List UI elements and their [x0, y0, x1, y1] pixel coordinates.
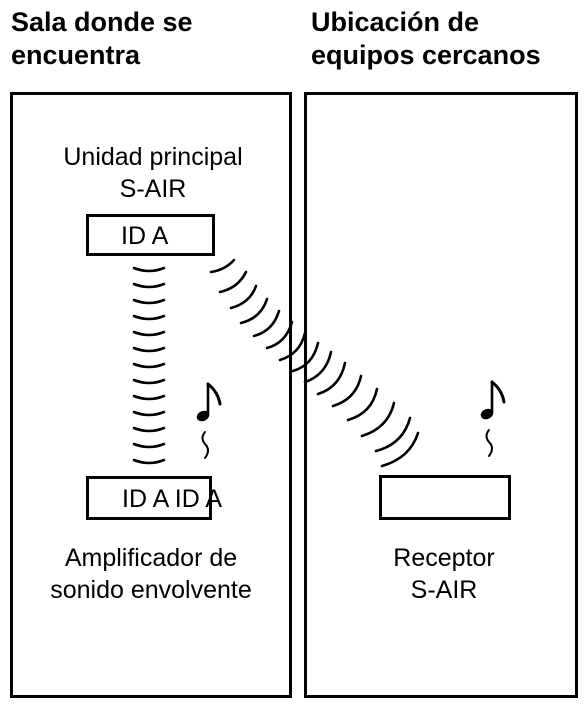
surround-amp-label-line-1: Amplificador de — [64, 544, 238, 572]
receiver-label-line-2: S-AIR — [410, 576, 478, 604]
main-unit-label: Unidad principal S-AIR — [28, 141, 278, 205]
receiver-label-line-1: Receptor — [393, 544, 495, 572]
room-current-frame — [10, 92, 292, 698]
heading-nearby-equipment: Ubicación de equipos cercanos — [311, 6, 541, 72]
music-note-icon — [480, 380, 506, 457]
heading-nearby-equipment-line-1: Ubicación de — [311, 7, 480, 37]
surround-amp-id-box: ID A ID A — [86, 476, 222, 520]
surround-amp-label-line-2: sonido envolvente — [50, 576, 252, 604]
main-unit-label-line-1: Unidad principal — [63, 143, 243, 171]
radio-wave-icon — [132, 266, 166, 465]
surround-amp-id-text: ID A ID A — [122, 485, 223, 513]
main-unit-id-text: ID A — [121, 222, 169, 250]
receiver-label: Receptor S-AIR — [346, 542, 542, 606]
main-unit-id-box: ID A — [86, 214, 215, 256]
room-nearby-frame — [304, 92, 578, 698]
heading-nearby-equipment-line-2: equipos cercanos — [311, 40, 541, 70]
heading-room-location: Sala donde se encuentra — [11, 6, 193, 72]
music-note-icon — [196, 382, 222, 459]
main-unit-label-line-2: S-AIR — [119, 175, 187, 203]
heading-room-location-line-1: Sala donde se — [11, 7, 193, 37]
receiver-box — [379, 475, 511, 520]
surround-amp-label: Amplificador de sonido envolvente — [20, 542, 282, 606]
heading-room-location-line-2: encuentra — [11, 40, 141, 70]
radio-wave-icon — [209, 258, 420, 468]
